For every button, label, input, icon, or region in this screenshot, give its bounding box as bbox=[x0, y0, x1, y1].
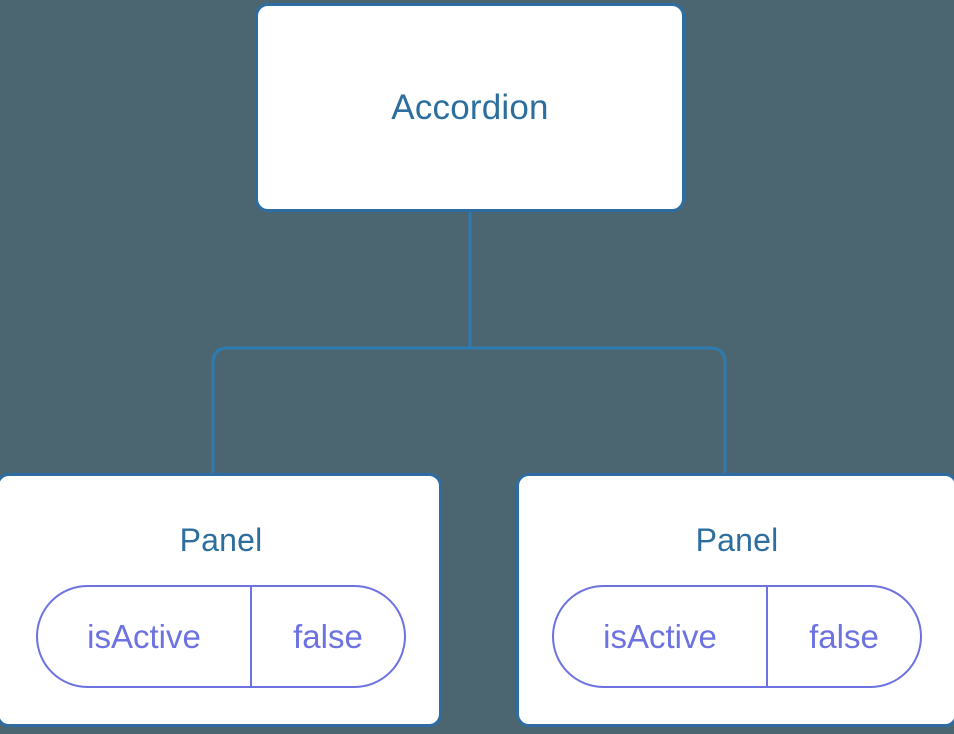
node-panel-right-title: Panel bbox=[695, 522, 779, 558]
node-accordion-title: Accordion bbox=[391, 88, 549, 127]
node-accordion[interactable]: Accordion bbox=[255, 3, 685, 212]
state-key-label: isActive bbox=[554, 587, 768, 686]
panel-content: Panel isActive false bbox=[519, 476, 954, 688]
state-pill-panel-right[interactable]: isActive false bbox=[552, 585, 922, 688]
state-value-label: false bbox=[293, 617, 363, 655]
edge-accordion-to-panel-right bbox=[468, 210, 727, 475]
node-panel-left[interactable]: Panel isActive false bbox=[0, 473, 442, 727]
panel-content: Panel isActive false bbox=[0, 476, 441, 688]
state-value-label: false bbox=[809, 617, 879, 655]
node-panel-right[interactable]: Panel isActive false bbox=[516, 473, 954, 727]
edge-accordion-to-panel-left bbox=[211, 210, 472, 475]
state-key-label: isActive bbox=[38, 587, 252, 686]
state-pill-panel-left[interactable]: isActive false bbox=[36, 585, 406, 688]
node-panel-left-title: Panel bbox=[179, 522, 263, 558]
